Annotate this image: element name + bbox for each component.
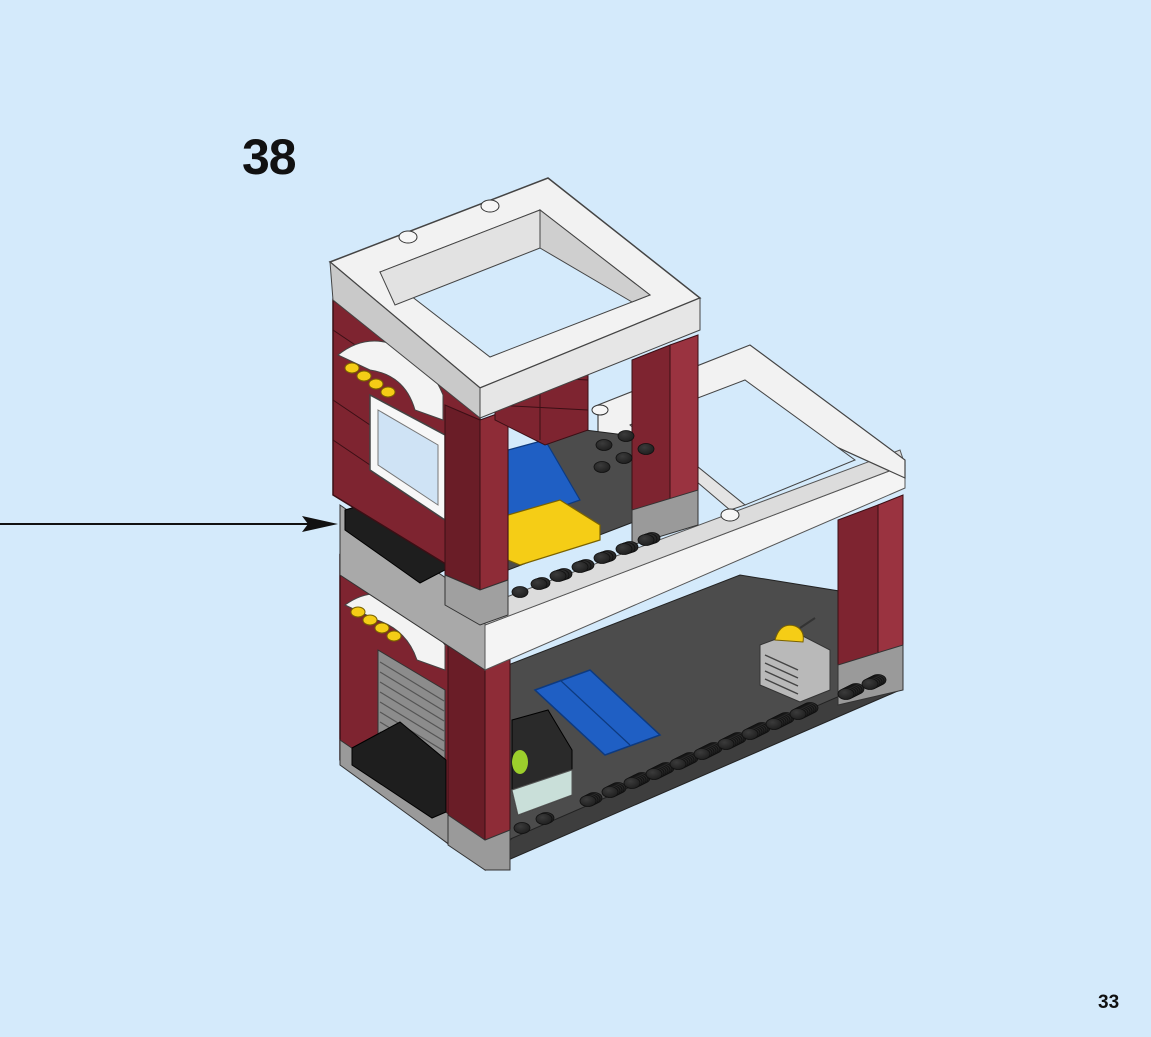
stud: [645, 768, 663, 780]
stud: [717, 738, 735, 750]
stud: [623, 777, 641, 789]
page-number: 33: [1098, 992, 1120, 1013]
stud: [571, 561, 589, 573]
middle-plate: [339, 449, 906, 671]
stud: [511, 586, 529, 598]
stud: [530, 578, 548, 590]
pointer-arrow-icon: [0, 516, 338, 532]
stud: [637, 443, 655, 455]
stud: [579, 795, 597, 807]
upper-floor: [328, 177, 702, 626]
stud: [693, 748, 711, 760]
stud: [513, 822, 531, 834]
stud: [669, 758, 687, 770]
stud: [595, 439, 613, 451]
stud: [593, 461, 611, 473]
stud: [617, 430, 635, 442]
stud: [765, 718, 783, 730]
stud: [837, 688, 855, 700]
stud: [861, 678, 879, 690]
stud: [637, 534, 655, 546]
stud: [593, 552, 611, 564]
stud: [741, 728, 759, 740]
lower-floor-studs: [513, 674, 887, 834]
stud: [789, 708, 807, 720]
step-number: 38: [242, 129, 297, 185]
stud: [601, 786, 619, 798]
stud: [615, 543, 633, 555]
stud: [615, 452, 633, 464]
upper-floor-studs: [511, 430, 661, 598]
stud: [535, 813, 553, 825]
stud: [549, 570, 567, 582]
